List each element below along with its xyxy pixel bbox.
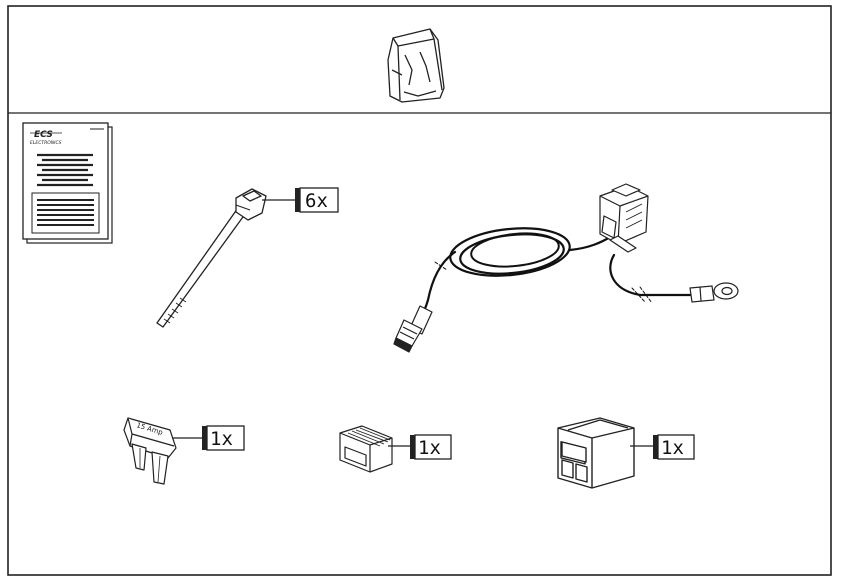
outer-border bbox=[7, 5, 832, 576]
ring-terminal-icon bbox=[689, 282, 739, 303]
fuse-holder-qty-label: 1x bbox=[418, 437, 441, 459]
manual-brand-sub: ELECTRONICS bbox=[30, 140, 62, 146]
connector-housing-quantity: 1x bbox=[630, 434, 695, 460]
harness-socket-connector-icon bbox=[599, 183, 649, 253]
bag-icon bbox=[387, 28, 445, 103]
fuse-holder-quantity: 1x bbox=[388, 434, 452, 460]
connector-housing-icon bbox=[557, 417, 635, 489]
manual-brand: ECS bbox=[34, 130, 53, 140]
fuse-quantity: 1x bbox=[172, 425, 245, 451]
fuse-icon: 15 Amp bbox=[123, 417, 177, 485]
wire-harness-icon bbox=[418, 227, 702, 322]
connector-housing-qty-label: 1x bbox=[661, 437, 684, 459]
cable-tie-icon bbox=[156, 188, 267, 328]
harness-plug-connector-icon bbox=[393, 305, 433, 353]
cable-tie-quantity: 6x bbox=[262, 187, 339, 213]
fuse-holder-icon bbox=[339, 425, 393, 473]
fuse-qty-label: 1x bbox=[210, 428, 233, 450]
cable-tie-qty-label: 6x bbox=[305, 190, 328, 212]
instruction-manual-icon: ECS ELECTRONICS bbox=[22, 122, 113, 244]
